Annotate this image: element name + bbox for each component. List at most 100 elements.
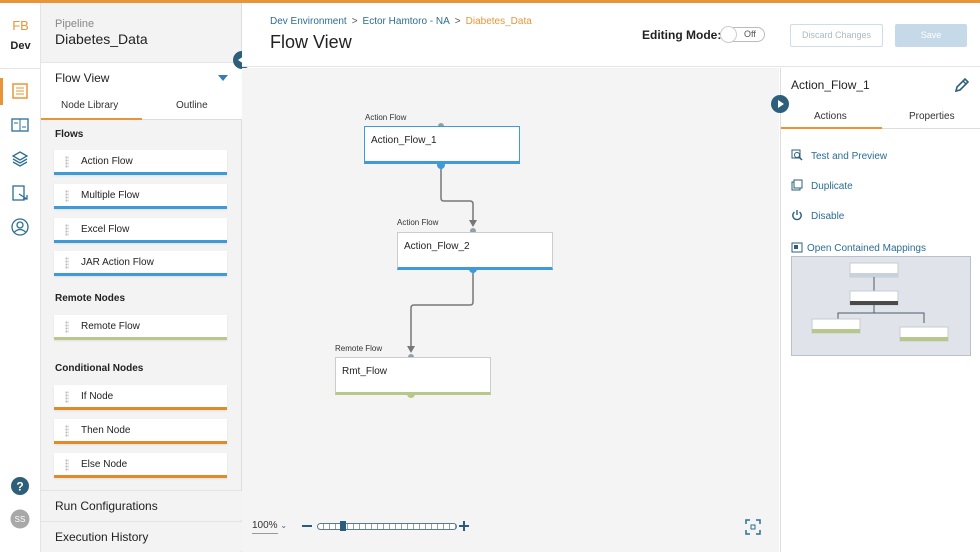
- detail-tabs: Actions Properties: [781, 105, 980, 129]
- view-selector[interactable]: Flow View: [41, 62, 242, 92]
- zoom-level: 100%: [252, 520, 278, 534]
- mapping-preview-diagram: [811, 262, 949, 342]
- user-icon[interactable]: [10, 217, 30, 237]
- active-tab-indicator: [41, 118, 142, 120]
- open-contained-mappings-action[interactable]: Open Contained Mappings: [791, 241, 926, 254]
- tab-properties[interactable]: Properties: [909, 111, 955, 122]
- library-node-multiple-flow[interactable]: Multiple Flow: [54, 184, 227, 209]
- export-icon[interactable]: [10, 183, 30, 203]
- drag-handle-icon[interactable]: [65, 257, 69, 269]
- tab-actions[interactable]: Actions: [814, 111, 847, 122]
- avatar-initials: SS: [15, 515, 26, 524]
- drag-handle-icon[interactable]: [65, 391, 69, 403]
- drag-handle-icon[interactable]: [65, 190, 69, 202]
- editing-mode-toggle[interactable]: Off: [720, 26, 765, 43]
- library-node-if[interactable]: If Node: [54, 385, 227, 410]
- duplicate-action[interactable]: Duplicate: [791, 179, 853, 192]
- library-node-label: Action Flow: [81, 156, 133, 167]
- library-node-jar-action-flow[interactable]: JAR Action Flow: [54, 251, 227, 276]
- run-configurations[interactable]: Run Configurations: [41, 490, 242, 520]
- test-and-preview-label: Test and Preview: [811, 151, 888, 162]
- drag-handle-icon[interactable]: [65, 224, 69, 236]
- flow-node-name: Rmt_Flow: [342, 366, 388, 377]
- library-node-action-flow[interactable]: Action Flow: [54, 150, 227, 175]
- pencil-icon[interactable]: [954, 77, 970, 93]
- test-and-preview-action[interactable]: Test and Preview: [791, 149, 887, 162]
- drag-handle-icon[interactable]: [65, 156, 69, 168]
- library-node-label: Excel Flow: [81, 224, 130, 235]
- library-node-label: Then Node: [81, 425, 131, 436]
- library-tabs: Node Library Outline: [41, 92, 242, 120]
- zoom-out-button[interactable]: [302, 521, 312, 531]
- collapse-right-panel-button[interactable]: [771, 95, 789, 113]
- header: Dev Environment>Ector Hamtoro - NA>Diabe…: [242, 3, 980, 67]
- editing-mode-label: Editing Mode:: [642, 28, 722, 42]
- zoom-level-select[interactable]: 100% ⌄: [252, 520, 288, 534]
- library-node-excel-flow[interactable]: Excel Flow: [54, 218, 227, 243]
- library-node-then[interactable]: Then Node: [54, 419, 227, 444]
- breadcrumb-item[interactable]: Dev Environment: [270, 16, 347, 27]
- page-title: Flow View: [270, 32, 352, 52]
- zoom-slider[interactable]: [317, 523, 457, 530]
- flow-node-action-flow-1[interactable]: Action_Flow_1: [364, 126, 520, 164]
- drag-handle-icon[interactable]: [65, 459, 69, 471]
- library-node-label: Remote Flow: [81, 321, 140, 332]
- active-tab-indicator: [781, 127, 882, 129]
- editing-mode-value: Off: [744, 29, 756, 39]
- mapping-preview-thumbnail[interactable]: [791, 256, 971, 356]
- flow-node-name: Action_Flow_2: [404, 241, 470, 252]
- pipeline-icon[interactable]: [10, 81, 30, 101]
- library-node-else[interactable]: Else Node: [54, 453, 227, 478]
- run-configurations-label: Run Configurations: [55, 499, 158, 513]
- library-node-label: Multiple Flow: [81, 190, 140, 201]
- power-icon: [791, 209, 803, 221]
- breadcrumb-current: Diabetes_Data: [465, 16, 532, 27]
- library-node-label: If Node: [81, 391, 114, 402]
- environment-label[interactable]: Dev: [10, 40, 31, 52]
- tab-node-library[interactable]: Node Library: [61, 100, 119, 111]
- tab-outline[interactable]: Outline: [176, 100, 208, 111]
- flow-node-action-flow-2[interactable]: Action_Flow_2: [397, 232, 553, 270]
- breadcrumb: Dev Environment>Ector Hamtoro - NA>Diabe…: [270, 16, 532, 27]
- svg-text:?: ?: [16, 480, 23, 494]
- disable-label: Disable: [811, 211, 845, 222]
- view-selector-label: Flow View: [55, 71, 110, 85]
- section-remote-nodes: Remote Nodes: [55, 293, 126, 304]
- help-icon[interactable]: ?: [10, 476, 30, 496]
- pipeline-label: Pipeline: [55, 18, 95, 30]
- execution-history-label: Execution History: [55, 530, 149, 544]
- disable-action[interactable]: Disable: [791, 209, 844, 222]
- fit-to-screen-icon[interactable]: [745, 519, 761, 535]
- breadcrumb-item[interactable]: Ector Hamtoro - NA: [362, 16, 450, 27]
- chevron-down-icon: ⌄: [280, 521, 288, 530]
- library-node-remote-flow[interactable]: Remote Flow: [54, 315, 227, 340]
- execution-history[interactable]: Execution History: [41, 521, 242, 551]
- discard-changes-button[interactable]: Discard Changes: [790, 24, 883, 47]
- library-node-label: Else Node: [81, 459, 128, 470]
- drag-handle-icon[interactable]: [65, 425, 69, 437]
- right-panel: Action_Flow_1 Actions Properties Test an…: [780, 68, 980, 552]
- selected-node-title: Action_Flow_1: [791, 78, 870, 92]
- flow-node-type: Action Flow: [397, 218, 439, 227]
- mapping-icon[interactable]: [10, 115, 30, 135]
- flow-node-type: Remote Flow: [335, 344, 383, 353]
- zoom-in-button[interactable]: [459, 521, 469, 531]
- flow-canvas[interactable]: Action Flow Action_Flow_1 Action Flow Ac…: [242, 68, 779, 552]
- flow-node-type: Action Flow: [365, 113, 407, 122]
- flow-node-name: Action_Flow_1: [371, 135, 437, 146]
- avatar[interactable]: SS: [10, 509, 30, 529]
- breadcrumb-separator: >: [454, 16, 461, 27]
- duplicate-icon: [791, 179, 803, 191]
- section-conditional-nodes: Conditional Nodes: [55, 363, 144, 374]
- rail-active-indicator: [0, 78, 3, 105]
- pipeline-name: Diabetes_Data: [55, 31, 148, 47]
- drag-handle-icon[interactable]: [65, 321, 69, 333]
- duplicate-label: Duplicate: [811, 181, 853, 192]
- flow-node-rmt-flow[interactable]: Rmt_Flow: [335, 357, 491, 395]
- zoom-slider-thumb[interactable]: [340, 521, 346, 531]
- left-rail: FB Dev ? SS: [0, 3, 41, 552]
- layers-icon[interactable]: [10, 149, 30, 169]
- preview-icon: [791, 149, 803, 161]
- save-button[interactable]: Save: [895, 24, 967, 47]
- brand-logo: FB: [12, 18, 29, 33]
